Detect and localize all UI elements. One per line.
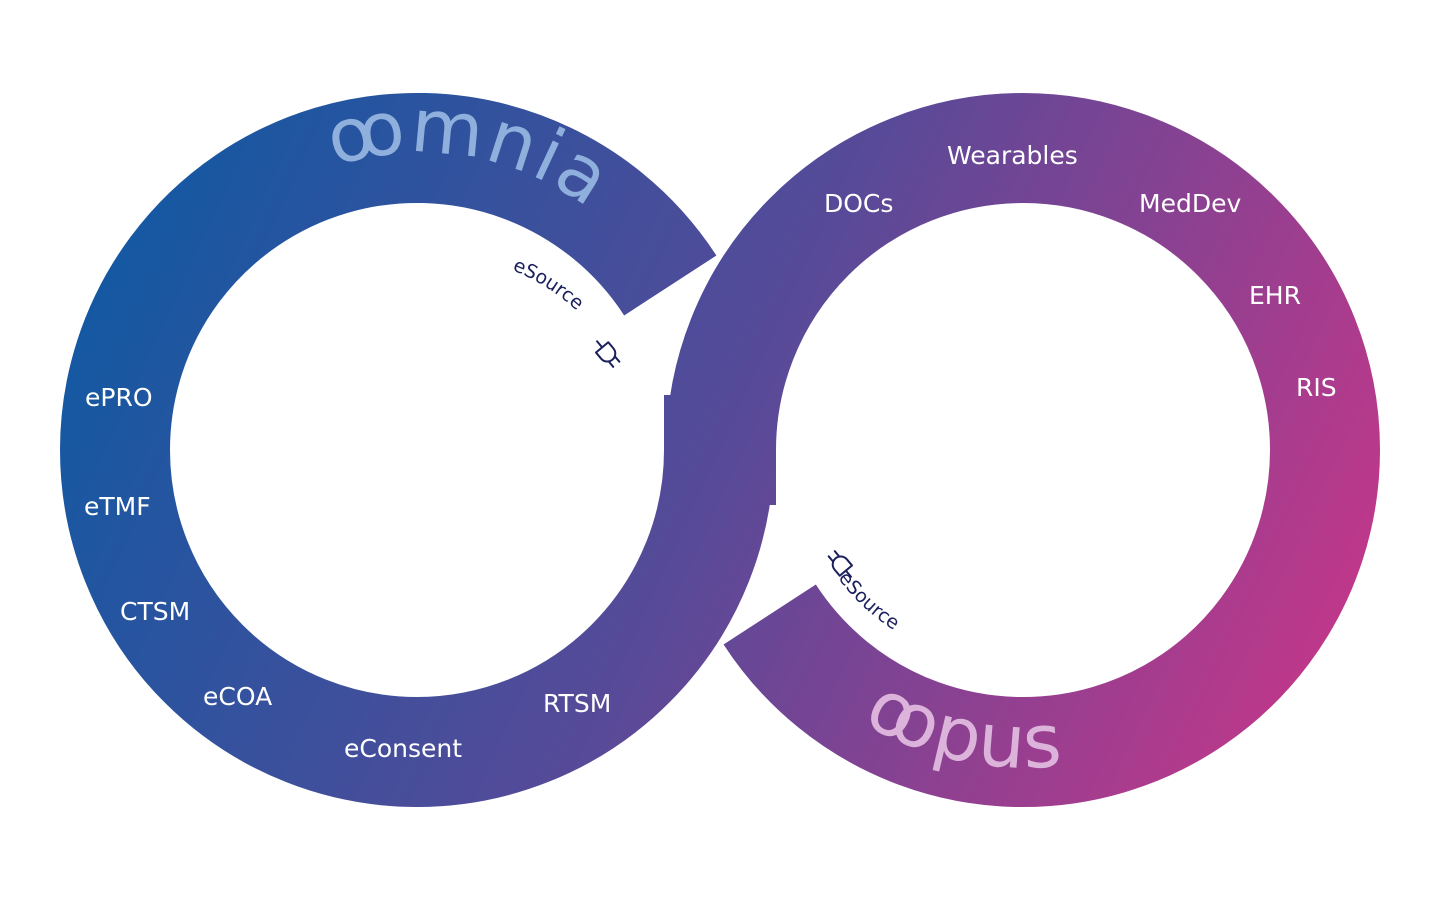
label-epro: ePRO	[85, 383, 153, 412]
infinity-band	[59, 92, 1381, 808]
label-wearables: Wearables	[947, 141, 1078, 170]
label-rtsm: RTSM	[543, 689, 611, 718]
left-esource-label: eSource	[510, 254, 588, 314]
left-plug-icon	[595, 340, 621, 368]
label-ris: RIS	[1296, 373, 1337, 402]
label-ehr: EHR	[1249, 281, 1301, 310]
label-meddev: MedDev	[1139, 189, 1241, 218]
label-etmf: eTMF	[84, 492, 151, 521]
label-docs: DOCs	[824, 189, 893, 218]
label-ecoa: eCOA	[203, 682, 272, 711]
right-plug-icon	[827, 550, 853, 578]
label-econsent: eConsent	[344, 734, 462, 763]
label-ctsm: CTSM	[120, 597, 190, 626]
